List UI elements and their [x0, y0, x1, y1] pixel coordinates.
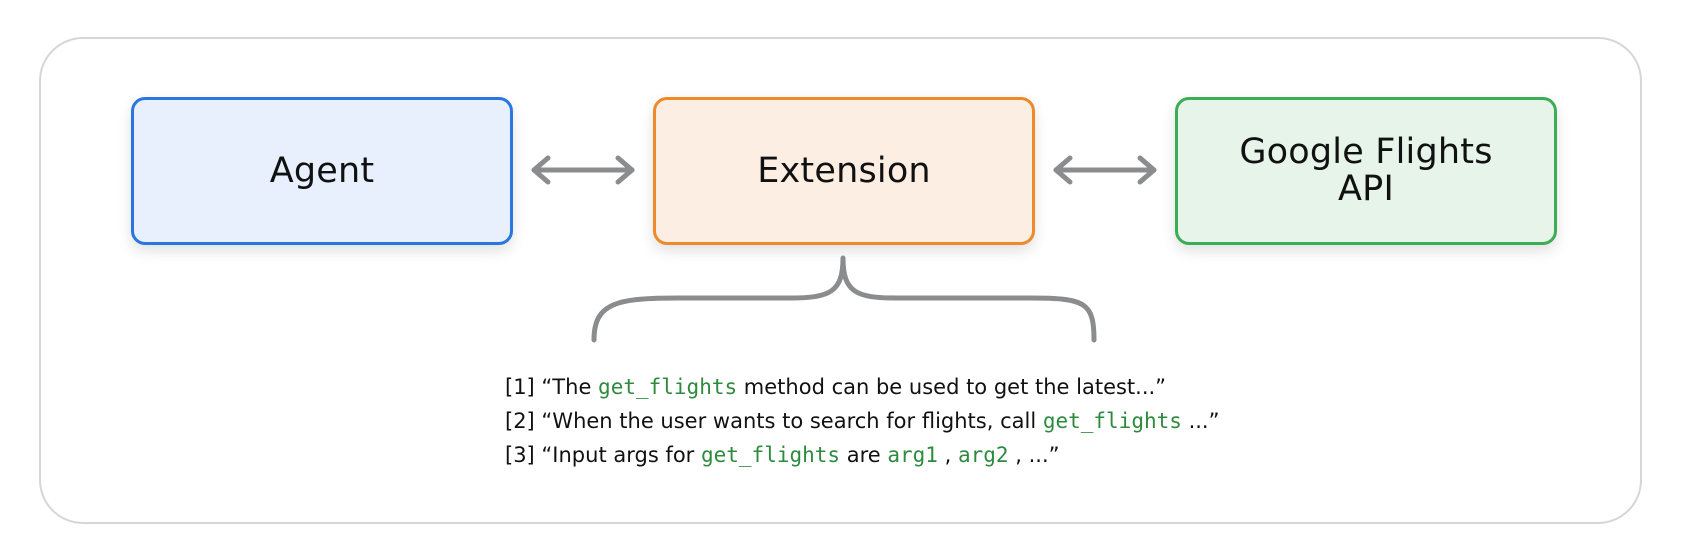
method-descriptions: [1] “The get_flights method can be used … [505, 370, 1220, 472]
google-flights-api-label: Google Flights API [1239, 132, 1493, 209]
extension-box: Extension [653, 97, 1035, 245]
note-2-method-code: get_flights [1042, 409, 1182, 433]
extension-label: Extension [757, 150, 931, 191]
note-3-arg1-code: arg1 [887, 443, 938, 467]
agent-label: Agent [269, 150, 375, 191]
google-flights-api-box: Google Flights API [1175, 97, 1557, 245]
note-1-suffix: method can be used to get the latest...” [737, 375, 1167, 399]
note-2-suffix: ...” [1181, 409, 1220, 433]
note-3-mid-1: are [840, 443, 888, 467]
note-3-arg2-code: arg2 [957, 443, 1009, 467]
note-3-prefix: [3] “Input args for [505, 443, 701, 467]
note-line-2: [2] “When the user wants to search for f… [505, 404, 1220, 438]
note-line-1: [1] “The get_flights method can be used … [505, 370, 1220, 404]
note-1-method-code: get_flights [598, 375, 738, 399]
note-3-suffix: , ...” [1008, 443, 1060, 467]
note-3-mid-2: , [937, 443, 958, 467]
note-line-3: [3] “Input args for get_flights are arg1… [505, 438, 1220, 472]
note-1-prefix: [1] “The [505, 375, 599, 399]
agent-box: Agent [131, 97, 513, 245]
note-2-prefix: [2] “When the user wants to search for f… [505, 409, 1043, 433]
note-3-method-code: get_flights [700, 443, 841, 467]
